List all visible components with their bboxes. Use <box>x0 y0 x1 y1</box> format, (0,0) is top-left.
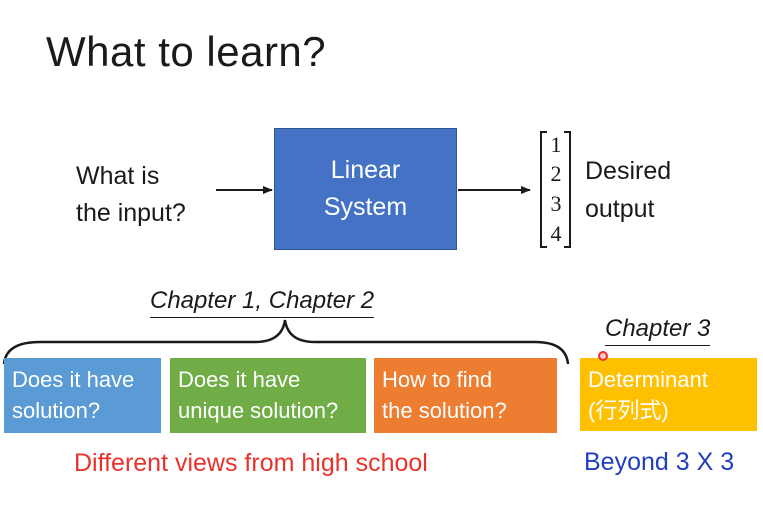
vector-entry-2: 2 <box>550 161 562 186</box>
laser-pointer-icon <box>598 351 608 361</box>
question-box-has-solution: Does it have solution? <box>4 358 161 433</box>
question-text-line-1: Determinant <box>588 367 708 392</box>
chapter-3-label: Chapter 3 <box>605 314 711 346</box>
question-box-determinant: Determinant (行列式) <box>580 358 757 431</box>
chapter-1-2-label: Chapter 1, Chapter 2 <box>150 286 375 318</box>
question-text-line-1: How to find <box>382 367 493 392</box>
question-text-line-1: Does it have <box>12 367 135 392</box>
question-text-line-1: Does it have <box>178 367 301 392</box>
question-text-line-2: unique solution? <box>178 398 339 423</box>
views-note: Different views from high school <box>74 449 428 477</box>
vector-right-bracket <box>564 131 571 248</box>
output-label: Desired output <box>585 152 671 228</box>
chapter-brace <box>2 319 570 365</box>
output-label-line-1: Desired <box>585 157 672 185</box>
vector-entry-1: 1 <box>550 132 562 157</box>
page-title: What to learn? <box>46 28 327 75</box>
vector-entry-3: 3 <box>550 191 562 216</box>
input-label-line-1: What is <box>76 162 160 190</box>
question-box-find-solution: How to find the solution? <box>374 358 557 433</box>
question-text-line-2: solution? <box>12 398 101 423</box>
vector-entry-4: 4 <box>550 221 562 246</box>
output-label-line-2: output <box>585 195 655 223</box>
vector-left-bracket <box>540 131 547 248</box>
beyond-note: Beyond 3 X 3 <box>584 448 735 476</box>
input-label-line-2: the input? <box>76 199 186 227</box>
system-label-line-1: Linear <box>330 156 401 184</box>
question-text-line-2: (行列式) <box>588 398 669 423</box>
input-label: What is the input? <box>76 158 186 232</box>
question-text-line-2: the solution? <box>382 398 507 423</box>
linear-system-box: Linear System <box>274 128 457 250</box>
question-box-unique-solution: Does it have unique solution? <box>170 358 366 433</box>
system-label-line-2: System <box>323 193 408 221</box>
